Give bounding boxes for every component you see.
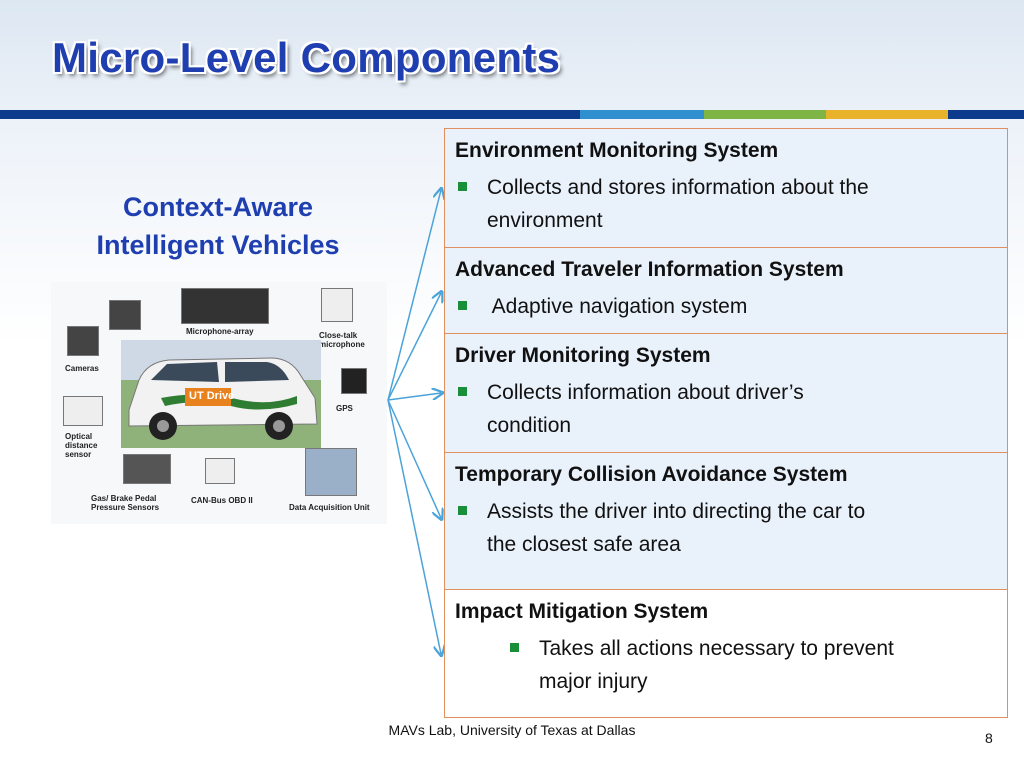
car-label: UT Drive [189, 390, 235, 402]
bullet-square-icon [458, 387, 467, 396]
subtitle-line-1: Context-Aware [122, 192, 314, 222]
bullet-square-icon [510, 643, 519, 652]
system-bullet: Assists the driver into directing the ca… [455, 495, 997, 561]
system-bullet: Takes all actions necessary to prevent m… [455, 632, 997, 698]
system-box-impact-mitigation: Impact Mitigation System Takes all actio… [445, 590, 1007, 717]
caption-optical-2: distance [65, 441, 98, 450]
caption-optical-1: Optical [65, 432, 93, 441]
bullet-text-line-2: condition [487, 414, 572, 437]
vehicle-sensor-photo: Microphone-array Close-talk microphone C… [51, 282, 387, 524]
band-segment-blue [580, 110, 704, 119]
close-talk-microphone-image [321, 288, 353, 322]
caption-canbus: CAN-Bus OBD II [191, 496, 253, 505]
band-segment-yellow [826, 110, 948, 119]
band-segment-navy [0, 110, 580, 119]
car-image: UT Drive [121, 340, 321, 448]
caption-gas-brake-1: Gas/ Brake Pedal [91, 494, 157, 503]
bullet-square-icon [458, 182, 467, 191]
caption-optical-3: sensor [65, 450, 92, 459]
arrow-4 [387, 399, 441, 518]
arrow-2 [387, 293, 441, 401]
arrow-1 [387, 190, 441, 401]
bullet-text-line-1: Adaptive navigation system [487, 295, 748, 318]
arrow-3 [387, 393, 441, 401]
caption-microphone-array: Microphone-array [186, 327, 254, 336]
canbus-image [205, 458, 235, 484]
page-number: 8 [985, 730, 993, 746]
system-bullet: Adaptive navigation system [455, 290, 997, 323]
system-box-environment: Environment Monitoring System Collects a… [445, 129, 1007, 248]
system-title: Temporary Collision Avoidance System [455, 463, 848, 486]
bullet-text-line-2: the closest safe area [487, 533, 681, 556]
system-title: Advanced Traveler Information System [455, 258, 844, 281]
system-bullet: Collects and stores information about th… [455, 171, 997, 237]
bullet-text-line-1: Takes all actions necessary to prevent [539, 637, 894, 660]
color-band [0, 110, 1024, 119]
caption-gps: GPS [336, 404, 353, 413]
band-segment-navy-end [948, 110, 1024, 119]
optical-sensor-image [63, 396, 103, 426]
system-title: Driver Monitoring System [455, 344, 711, 367]
arrow-5 [387, 399, 441, 654]
car-drawing [121, 340, 321, 448]
band-segment-green [704, 110, 826, 119]
bullet-square-icon [458, 301, 467, 310]
bullet-text-line-2: major injury [539, 670, 648, 693]
microphone-array-image [181, 288, 269, 324]
slide-title: Micro-Level Components [52, 34, 561, 81]
caption-cameras: Cameras [65, 364, 99, 373]
daq-image [305, 448, 357, 496]
system-box-traveler-info: Advanced Traveler Information System Ada… [445, 248, 1007, 334]
caption-close-talk-1: Close-talk [319, 331, 358, 340]
system-box-driver-monitoring: Driver Monitoring System Collects inform… [445, 334, 1007, 453]
systems-panel: Environment Monitoring System Collects a… [444, 128, 1008, 718]
camera-image-1 [109, 300, 141, 330]
system-box-collision-avoidance: Temporary Collision Avoidance System Ass… [445, 453, 1007, 590]
bullet-text-line-1: Collects and stores information about th… [487, 176, 869, 199]
caption-gas-brake-2: Pressure Sensors [91, 503, 160, 512]
system-title: Impact Mitigation System [455, 600, 709, 623]
system-bullet: Collects information about driver’s cond… [455, 376, 997, 442]
bullet-square-icon [458, 506, 467, 515]
caption-daq: Data Acquisition Unit [289, 503, 370, 512]
pedal-sensor-image [123, 454, 171, 484]
bullet-text-line-1: Assists the driver into directing the ca… [487, 500, 866, 523]
caption-close-talk-2: microphone [319, 340, 365, 349]
footer-text: MAVs Lab, University of Texas at Dallas [388, 722, 636, 738]
bullet-text-line-1: Collects information about driver’s [487, 381, 804, 404]
subtitle: Context-Aware Intelligent Vehicles [52, 188, 384, 264]
subtitle-line-2: Intelligent Vehicles [96, 230, 340, 260]
bullet-text-line-2: environment [487, 209, 603, 232]
camera-image-2 [67, 326, 99, 356]
gps-image [341, 368, 367, 394]
system-title: Environment Monitoring System [455, 139, 779, 162]
